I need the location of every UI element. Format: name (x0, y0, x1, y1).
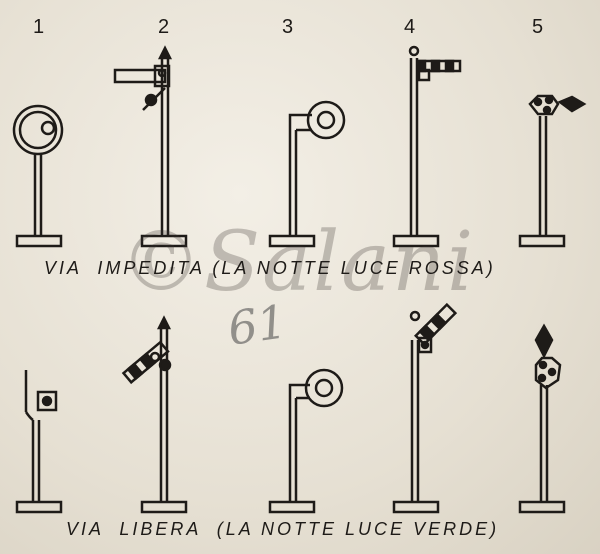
signal-5-clear (518, 323, 566, 514)
signal-3-stop (268, 100, 346, 248)
salani-watermark: ©Salani (120, 215, 476, 310)
label-1: 1 (33, 16, 45, 38)
signal-1-stop (12, 104, 64, 248)
label-3: 3 (282, 16, 294, 38)
signal-2-stop (113, 45, 188, 248)
pencil-number: 61 (224, 294, 291, 356)
caption-clear: VIA LIBERA (LA NOTTE LUCE VERDE) (66, 519, 500, 539)
label-5: 5 (532, 16, 544, 38)
signal-1-clear (15, 370, 63, 514)
signal-4-clear (392, 302, 458, 514)
signal-2-clear (121, 315, 188, 514)
label-2: 2 (158, 16, 170, 38)
signal-3-clear (268, 368, 344, 514)
caption-stop: VIA IMPEDITA (LA NOTTE LUCE ROSSA) (44, 258, 496, 278)
signal-5-stop (518, 94, 587, 248)
label-4: 4 (404, 16, 416, 38)
signal-4-stop (392, 45, 462, 248)
